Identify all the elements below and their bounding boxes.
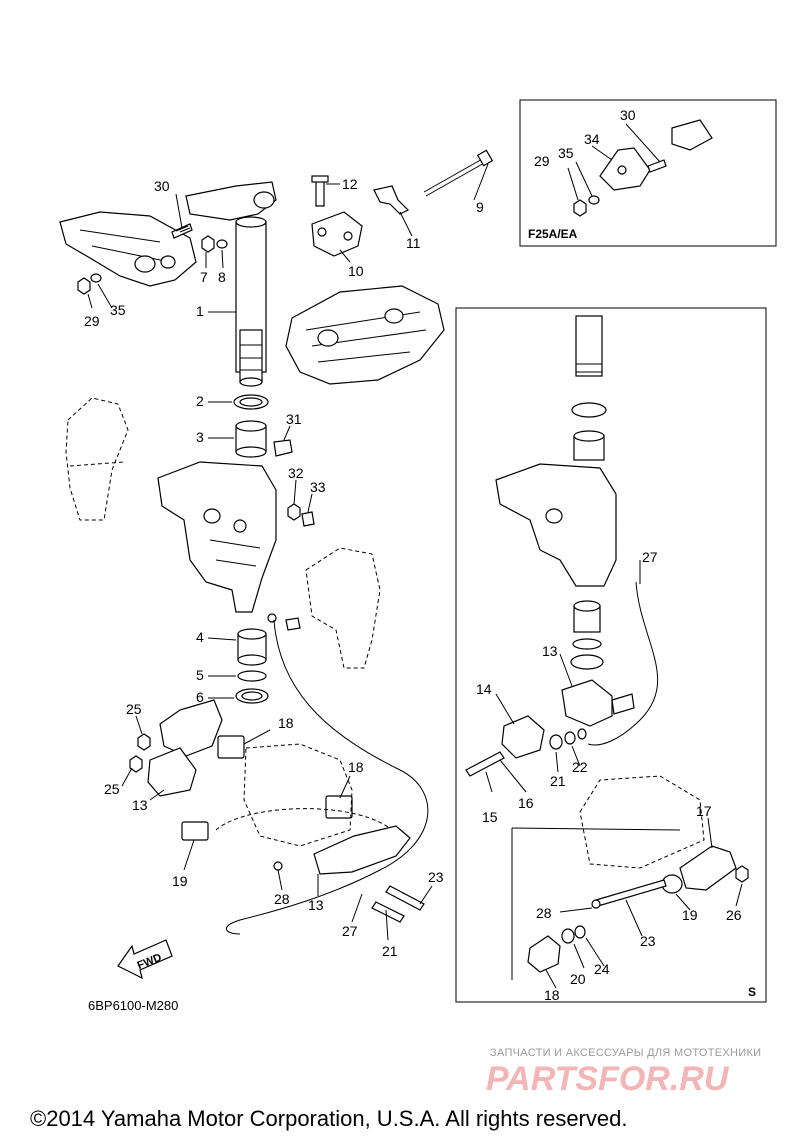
callout-1: 1 bbox=[196, 303, 204, 319]
fwd-arrow: FWD bbox=[117, 939, 173, 980]
callout-11: 11 bbox=[406, 235, 421, 251]
steering-shaft bbox=[185, 181, 277, 387]
watermark: ЗАПЧАСТИ И АКСЕССУАРЫ ДЛЯ МОТОТЕХНИКИ PA… bbox=[486, 1047, 761, 1098]
s-callout-18: 18 bbox=[544, 987, 560, 1003]
callout-33: 33 bbox=[310, 479, 326, 495]
bracket-10 bbox=[311, 211, 363, 257]
steering-arm-bracket bbox=[59, 211, 197, 287]
bolt-32-33 bbox=[287, 503, 315, 527]
variant-label: S bbox=[748, 985, 756, 999]
inset-label: F25A/EA bbox=[528, 227, 578, 241]
copyright-notice: ©2014 Yamaha Motor Corporation, U.S.A. A… bbox=[30, 1106, 627, 1131]
o-ring-5 bbox=[237, 670, 267, 682]
callout-8: 8 bbox=[218, 269, 226, 285]
bolt-12 bbox=[311, 175, 329, 207]
clamp-11 bbox=[373, 185, 410, 215]
callout-21: 21 bbox=[382, 943, 398, 959]
nut-25-top bbox=[137, 733, 151, 751]
inset-callout-35: 35 bbox=[558, 145, 574, 161]
inset-f25a-ea: 30 34 29 35 F25A/EA bbox=[519, 99, 777, 247]
callout-12: 12 bbox=[342, 176, 358, 192]
inset-callout-29: 29 bbox=[534, 153, 550, 169]
inset-callout-30: 30 bbox=[620, 107, 636, 123]
callout-13-left: 13 bbox=[132, 797, 148, 813]
seal-2 bbox=[233, 394, 269, 410]
callout-9: 9 bbox=[476, 199, 484, 215]
callout-25-bottom: 25 bbox=[104, 781, 120, 797]
nut-29-washer-35-left bbox=[77, 273, 102, 295]
bolt-30-left bbox=[171, 223, 193, 239]
watermark-caption: ЗАПЧАСТИ И АКСЕССУАРЫ ДЛЯ МОТОТЕХНИКИ bbox=[490, 1047, 761, 1059]
callout-19: 19 bbox=[172, 873, 188, 889]
s-callout-28: 28 bbox=[536, 905, 552, 921]
s-callout-17: 17 bbox=[696, 803, 712, 819]
callout-4: 4 bbox=[196, 629, 204, 645]
bolt-21-left bbox=[371, 901, 405, 923]
ground-wire-left bbox=[226, 619, 429, 935]
callout-13-bottom: 13 bbox=[308, 897, 324, 913]
callout-30: 30 bbox=[154, 178, 170, 194]
callout-25-top: 25 bbox=[126, 701, 142, 717]
callout-2: 2 bbox=[196, 393, 204, 409]
callout-32: 32 bbox=[288, 465, 304, 481]
s-callout-15: 15 bbox=[482, 809, 498, 825]
leader-lines-main bbox=[87, 163, 489, 941]
callout-23: 23 bbox=[428, 869, 444, 885]
lower-mount-bracket-13b bbox=[313, 825, 411, 875]
grease-nipple-left bbox=[267, 613, 301, 631]
callout-18-left: 18 bbox=[278, 715, 294, 731]
bushing-4 bbox=[237, 628, 267, 666]
bushing-3 bbox=[235, 420, 267, 458]
callout-3: 3 bbox=[196, 429, 204, 445]
s-callout-24: 24 bbox=[594, 961, 610, 977]
callout-29: 29 bbox=[84, 313, 100, 329]
variant-s-box: 27 13 14 21 22 16 15 17 19 26 28 23 24 2… bbox=[455, 307, 767, 1003]
s-callout-20: 20 bbox=[570, 971, 586, 987]
s-callout-14: 14 bbox=[476, 681, 492, 697]
s-callout-26: 26 bbox=[726, 907, 742, 923]
callout-31: 31 bbox=[286, 411, 302, 427]
s-callout-21: 21 bbox=[550, 773, 566, 789]
inset-callout-34: 34 bbox=[584, 131, 600, 147]
bolt-23-left bbox=[385, 885, 425, 911]
s-callout-27: 27 bbox=[642, 549, 658, 565]
nut-25-bottom bbox=[129, 755, 143, 773]
callout-28: 28 bbox=[274, 891, 290, 907]
callout-7: 7 bbox=[200, 269, 208, 285]
upper-casing bbox=[285, 285, 445, 385]
callout-5: 5 bbox=[196, 667, 204, 683]
screw-28-left bbox=[273, 861, 283, 871]
callout-18-right: 18 bbox=[348, 759, 364, 775]
callouts-main: 30 12 9 11 10 7 8 29 35 1 2 3 31 32 33 4… bbox=[84, 176, 484, 959]
diagram-code: 6BP6100-M280 bbox=[88, 998, 178, 1013]
clamp-bracket-right-dashed bbox=[305, 547, 381, 669]
s-callout-16: 16 bbox=[518, 795, 534, 811]
s-callout-13: 13 bbox=[542, 643, 558, 659]
clamp-bracket-left-dashed bbox=[65, 397, 129, 521]
swivel-bracket bbox=[157, 461, 277, 613]
callout-6: 6 bbox=[196, 689, 204, 705]
spacer-31 bbox=[273, 439, 293, 457]
callout-35: 35 bbox=[110, 302, 126, 318]
lower-casing-dashed bbox=[215, 743, 401, 847]
callout-10: 10 bbox=[348, 263, 364, 279]
seal-6 bbox=[235, 688, 269, 704]
lower-mount-housing bbox=[147, 699, 353, 841]
callout-27: 27 bbox=[342, 923, 358, 939]
rod-9 bbox=[423, 149, 494, 197]
s-callout-23: 23 bbox=[640, 933, 656, 949]
nut-7-washer-8 bbox=[201, 235, 228, 253]
s-callout-19: 19 bbox=[682, 907, 698, 923]
watermark-brand: PARTSFOR.RU bbox=[486, 1060, 730, 1098]
s-callout-22: 22 bbox=[572, 759, 588, 775]
